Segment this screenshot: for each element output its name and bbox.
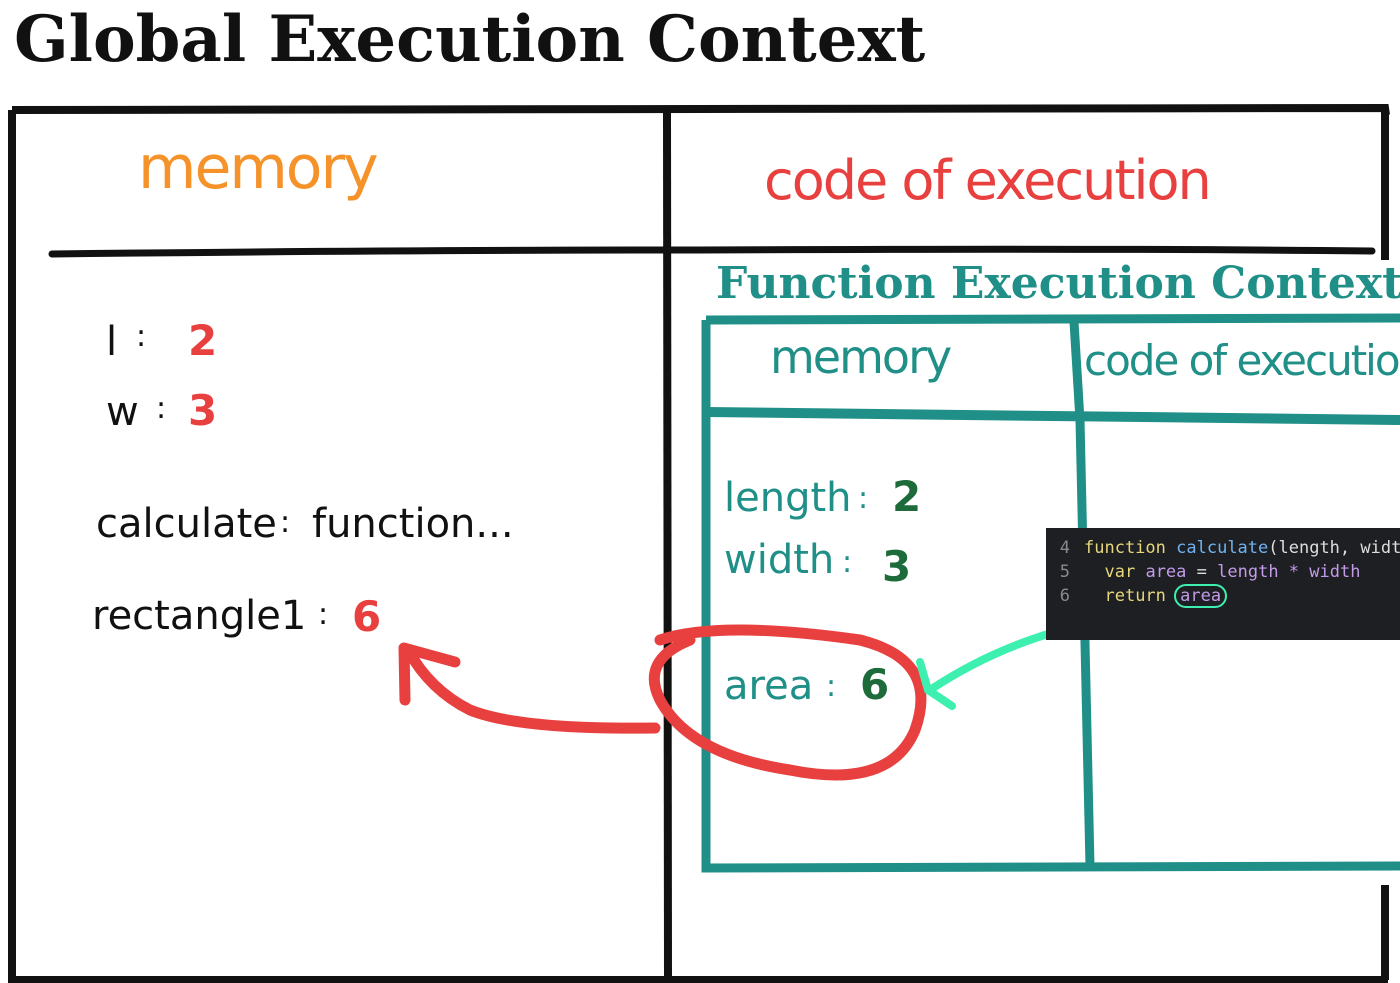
- code-keyword: function: [1084, 538, 1166, 558]
- global-var-calculate-value: function...: [312, 501, 514, 547]
- page-title: Global Execution Context: [14, 2, 926, 77]
- red-circle: [648, 624, 927, 781]
- function-var-width-sep: :: [842, 545, 853, 580]
- function-header-underline: [705, 407, 1400, 425]
- function-var-length-name: length: [724, 475, 852, 521]
- global-var-calculate-name: calculate: [96, 501, 277, 547]
- global-memory-label: memory: [138, 133, 379, 203]
- global-var-w-value: 3: [188, 386, 218, 435]
- function-context-title: Function Execution Context: [716, 258, 1400, 309]
- code-identifier: area: [1145, 562, 1187, 582]
- code-keyword: return: [1104, 586, 1166, 606]
- code-line-4: 4 function calculate(length, width): [1046, 538, 1400, 558]
- global-var-rectangle1-name: rectangle1: [92, 593, 307, 639]
- global-var-w-name: w: [106, 389, 139, 435]
- green-arrow-head: [916, 658, 956, 710]
- function-var-area-value: 6: [860, 660, 890, 709]
- function-var-area-sep: :: [826, 669, 837, 704]
- line-number: 6: [1059, 586, 1070, 606]
- line-number: 5: [1059, 562, 1070, 582]
- code-expression: length * width: [1217, 562, 1361, 582]
- global-header-underline: [48, 245, 1376, 258]
- line-number: 4: [1059, 538, 1070, 558]
- function-var-length-sep: :: [858, 481, 869, 516]
- global-divider-vertical: [663, 111, 672, 979]
- code-return-value: area: [1174, 584, 1228, 608]
- code-keyword: var: [1104, 562, 1136, 582]
- function-var-length-value: 2: [892, 472, 922, 521]
- global-var-l-sep: :: [136, 319, 147, 354]
- function-var-width-name: width: [724, 537, 835, 583]
- function-code-label: code of execution: [1084, 336, 1400, 385]
- function-box-frame: [701, 313, 1400, 873]
- code-line-5: 5 var area = length * width: [1046, 562, 1361, 582]
- global-code-label: code of execution: [764, 149, 1212, 212]
- function-divider-vertical: [1069, 321, 1095, 867]
- code-line-6: 6 return area: [1046, 584, 1228, 608]
- function-memory-label: memory: [770, 330, 952, 384]
- global-var-rectangle1-sep: :: [318, 597, 329, 632]
- code-operator: =: [1196, 562, 1207, 582]
- global-var-calculate-sep: :: [280, 505, 291, 540]
- global-var-rectangle1-value: 6: [352, 592, 382, 641]
- global-var-l-name: l: [106, 319, 118, 365]
- code-snippet: 4 function calculate(length, width) 5 var…: [1046, 528, 1400, 640]
- global-var-w-sep: :: [156, 391, 167, 426]
- global-var-l-value: 2: [188, 316, 218, 365]
- code-params: (length, width): [1268, 538, 1400, 558]
- function-var-area-name: area: [724, 663, 814, 709]
- code-function-name: calculate: [1176, 538, 1269, 558]
- red-arrow-line: [402, 644, 661, 734]
- red-arrow-head: [398, 642, 461, 706]
- function-var-width-value: 3: [882, 542, 912, 591]
